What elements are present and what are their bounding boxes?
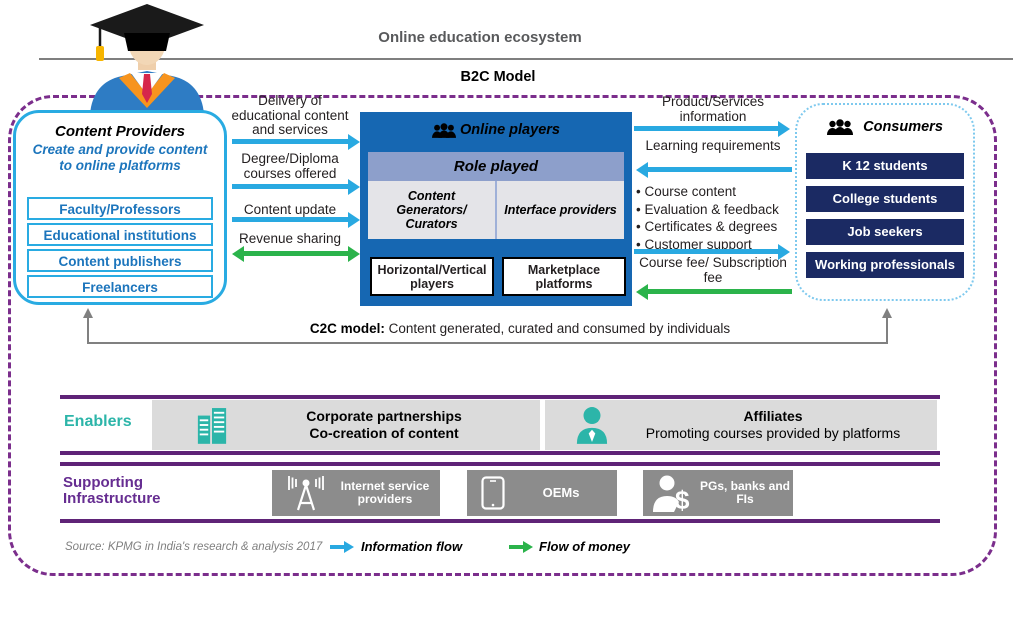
ecosystem-border [8,95,997,576]
role-played-header: Role played [368,152,624,181]
pgs-banks-box: $ PGs, banks and FIs [643,470,793,516]
band-divider [60,519,940,523]
partnership-title: Corporate partnerships [306,408,462,424]
content-providers-box: Content Providers Create and provide con… [13,110,227,305]
affiliates-panel: Affiliates Promoting courses provided by… [545,400,937,450]
c2c-model-description: Content generated, curated and consumed … [384,321,731,336]
consumers-box: Consumers K 12 students College students… [795,103,975,301]
supporting-infrastructure-label: Supporting Infrastructure [63,474,161,507]
b2c-model-label: B2C Model [460,69,536,85]
antenna-icon [288,476,324,511]
flow-label-delivery: Delivery of educational content and serv… [231,93,349,137]
online-players-title: Online players [460,122,560,138]
list-item: College students [806,186,964,212]
money-flow-legend-icon [509,541,533,553]
band-divider [60,462,940,466]
isp-label: Internet service providers [340,478,430,506]
player-type-horizontal-vertical: Horizontal/Vertical players [370,257,494,296]
info-flow-legend-label: Information flow [361,539,463,554]
corporate-partnerships-panel: Corporate partnerships Co-creation of co… [152,400,540,450]
info-arrow-right [634,243,790,260]
money-arrow-both [232,245,360,262]
partnership-subtitle: Co-creation of content [309,425,459,441]
online-players-header: Online players [360,122,632,138]
content-providers-subtitle: Create and provide content to online pla… [32,142,208,173]
c2c-model-text: C2C model: Content generated, curated an… [150,321,890,336]
list-item: Content publishers [27,249,213,272]
info-arrow-left [636,161,792,178]
consumers-title: Consumers [863,119,943,135]
source-note: Source: KPMG in India's research & analy… [65,541,323,553]
list-item: K 12 students [806,153,964,179]
role-played-block: Role played Content Generators/ Curators… [368,152,624,239]
consumers-header: Consumers [797,119,973,135]
cell-divider [495,181,497,239]
person-dollar-icon: $ [653,475,690,512]
graduate-illustration [90,4,204,114]
enablers-label: Enablers [64,413,132,430]
flow-label-degree: Degree/Diploma courses offered [241,151,339,181]
money-flow-legend-label: Flow of money [539,539,630,554]
flow-label-product-info: Product/Services information [661,94,765,124]
list-item: Job seekers [806,219,964,245]
services-bullet-list: Course content Evaluation & feedback Cer… [636,183,806,253]
svg-text:$: $ [675,485,690,512]
money-arrow-left [636,283,792,300]
content-providers-title: Content Providers [54,123,186,140]
page-title: Online education ecosystem [378,29,582,46]
person-icon [576,407,608,444]
info-arrow-right [232,211,360,228]
list-item: Working professionals [806,252,964,278]
building-icon [197,408,227,444]
bullet-item: Evaluation & feedback [636,201,806,219]
info-arrow-right [232,133,360,150]
online-players-box: Online players Role played Content Gener… [360,112,632,306]
affiliates-subtitle: Promoting courses provided by platforms [645,425,901,441]
info-flow-legend-icon [330,541,354,553]
flow-label-revenue: Revenue sharing [238,231,342,246]
bullet-item: Certificates & degrees [636,218,806,236]
content-providers-list: Faculty/Professors Educational instituti… [27,197,213,298]
c2c-model-label: C2C model: [309,321,385,336]
oems-label: OEMs [542,485,580,501]
tablet-icon [481,476,505,510]
oems-box: OEMs [467,470,617,516]
info-arrow-right [634,120,790,137]
list-item: Educational institutions [27,223,213,246]
band-divider [60,395,940,399]
list-item: Freelancers [27,275,213,298]
bullet-item: Course content [636,183,806,201]
isp-box: Internet service providers [272,470,440,516]
affiliates-title: Affiliates [743,408,803,424]
player-type-marketplace: Marketplace platforms [502,257,626,296]
info-arrow-right [232,178,360,195]
people-group-icon [827,119,854,135]
affiliates-text: Affiliates Promoting courses provided by… [609,408,937,442]
title-divider [39,58,1013,60]
pgs-banks-label: PGs, banks and FIs [699,478,791,506]
role-cells: Content Generators/ Curators Interface p… [368,181,624,239]
band-divider [60,451,940,455]
corporate-partnerships-text: Corporate partnerships Co-creation of co… [228,408,540,442]
role-cell-interface: Interface providers [504,203,617,217]
people-group-icon [432,122,457,138]
flow-label-course-fee: Course fee/ Subscription fee [639,255,787,285]
bullet-item: Customer support [636,236,806,254]
role-cell-generators: Content Generators/ Curators [396,189,467,231]
flow-label-content-update: Content update [243,202,337,217]
c2c-connector [83,308,892,344]
consumers-list: K 12 students College students Job seeke… [806,153,964,278]
list-item: Faculty/Professors [27,197,213,220]
flow-label-learning-req: Learning requirements [645,138,781,153]
